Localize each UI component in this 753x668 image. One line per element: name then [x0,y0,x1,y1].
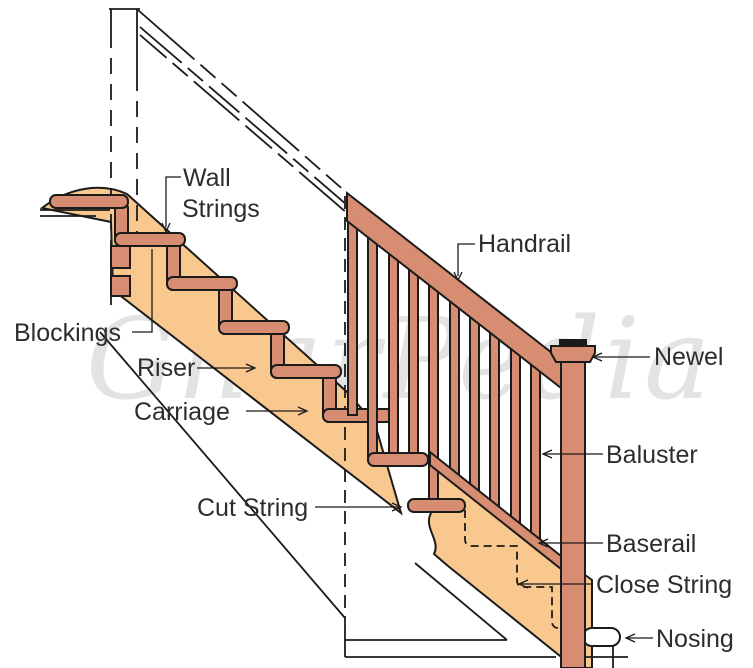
label-blockings: Blockings [14,249,153,347]
label-carriage: Carriage [134,398,309,426]
riser-label: Riser [137,354,195,382]
carriage-hypotenuse-line [414,562,508,641]
baluster-bar [469,313,480,494]
label-baserail: Baserail [537,530,696,558]
landing-tread-bar [49,194,129,209]
wall-strings-label-line2: Strings [182,195,260,223]
blockings-leader-line [132,249,153,333]
baluster-bar [530,361,541,543]
newel-cap-top [559,339,587,347]
arrow-right-icon [245,363,257,373]
blockings-label: Blockings [14,319,121,347]
arrow-down-icon [161,222,171,234]
newel-cap [550,345,596,363]
label-nosing: Nosing [624,625,734,653]
baluster-bar [388,250,399,460]
baluster-label: Baluster [606,441,698,469]
label-riser: Riser [137,354,257,382]
baserail-label: Baserail [606,530,696,558]
wall-post [109,8,140,305]
label-handrail: Handrail [453,230,571,282]
label-wall-strings: Wall Strings [161,164,260,234]
baluster-bar [347,218,358,416]
tread-bar [270,364,342,379]
balusters [347,218,541,543]
baluster-bar [510,345,521,527]
newel-post [550,339,596,668]
carriage-line [99,331,346,619]
handrail-label: Handrail [478,230,571,258]
tread-bar [166,276,238,291]
arrow-left-icon [517,579,529,589]
tread-bar [114,232,186,247]
baluster-bar [408,266,419,460]
label-newel: Newel [591,343,723,371]
wall-strings-leader-line [165,176,181,227]
baluster-bar [489,329,500,510]
nosing-label: Nosing [656,625,734,653]
cut-string-tread-bar [407,498,466,513]
cut-string-tread-bar [367,452,429,467]
blocking-block-2 [110,275,131,297]
label-close-string: Close String [517,571,732,599]
arrow-down-icon [453,271,463,282]
close-string-label: Close String [596,571,732,599]
annotations: Wall Strings Blockings Riser Carriage Cu… [14,164,734,653]
wall-strings-label-line1: Wall [183,164,231,192]
newel-shaft [560,361,586,668]
upper-handrail-hidden-lines [137,9,348,214]
arrow-right-icon [297,406,309,416]
hidden-step-profile [464,510,562,629]
cut-string-label: Cut String [197,494,308,522]
arrow-left-icon [591,352,603,362]
blocking-block-1 [110,245,131,269]
arrow-right-icon [391,502,403,512]
tread-bar [218,320,290,335]
carriage-label: Carriage [134,398,230,426]
baluster-bar [449,298,460,478]
baluster-bar [367,234,378,460]
label-cut-string: Cut String [197,494,403,522]
handrail-leader-line [457,243,475,276]
nosing-tread-end [582,627,621,647]
arrow-left-icon [624,633,636,643]
arrow-left-icon [537,538,549,548]
label-baluster: Baluster [541,441,698,469]
arrow-left-icon [541,449,553,459]
newel-label: Newel [654,343,723,371]
